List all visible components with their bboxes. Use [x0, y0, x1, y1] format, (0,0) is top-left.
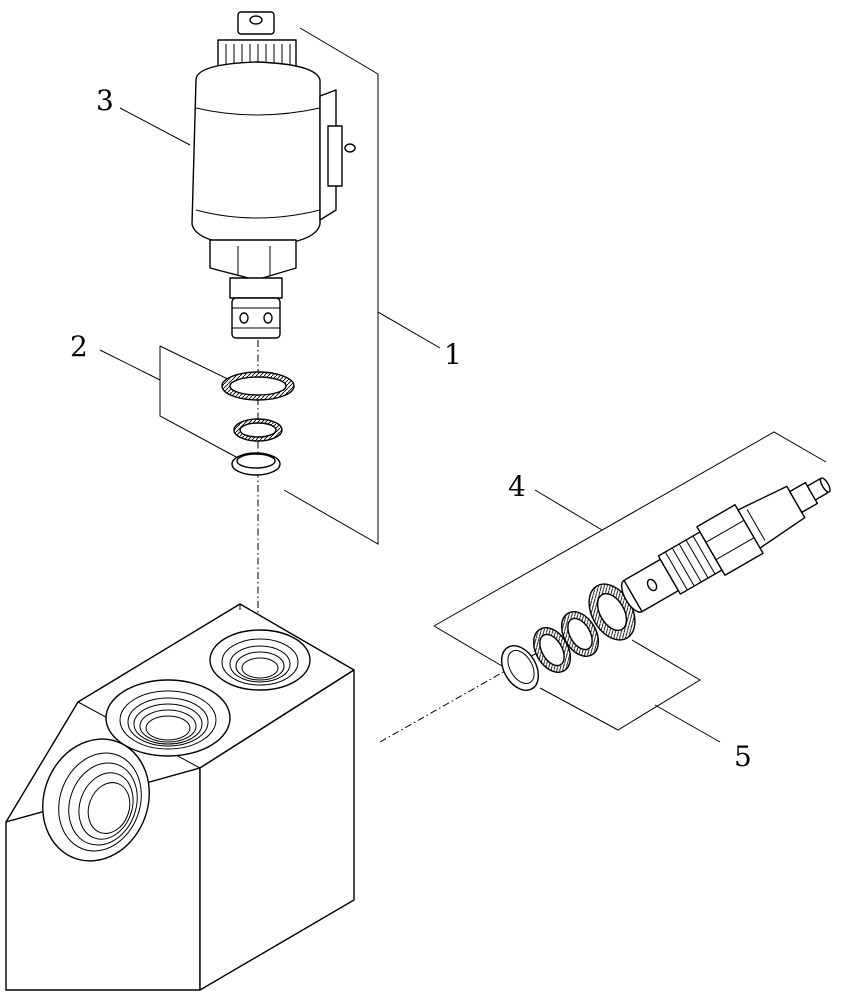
bracket-lines — [159, 27, 827, 731]
side-seal-set — [500, 583, 636, 691]
assembly-axis-lines — [257, 340, 691, 743]
callout-2: 2 — [70, 330, 88, 363]
callout-5: 5 — [734, 740, 752, 773]
leader-lines — [99, 107, 721, 743]
callout-labels: 3 2 1 4 5 — [70, 84, 752, 773]
valve-manifold-block — [5, 603, 355, 991]
upper-seal-set — [221, 371, 295, 476]
callout-1: 1 — [444, 338, 462, 371]
callout-3: 3 — [96, 84, 114, 117]
solenoid-cartridge-valve — [191, 11, 356, 339]
callout-4: 4 — [508, 470, 526, 503]
pressure-relief-cartridge — [620, 477, 831, 613]
